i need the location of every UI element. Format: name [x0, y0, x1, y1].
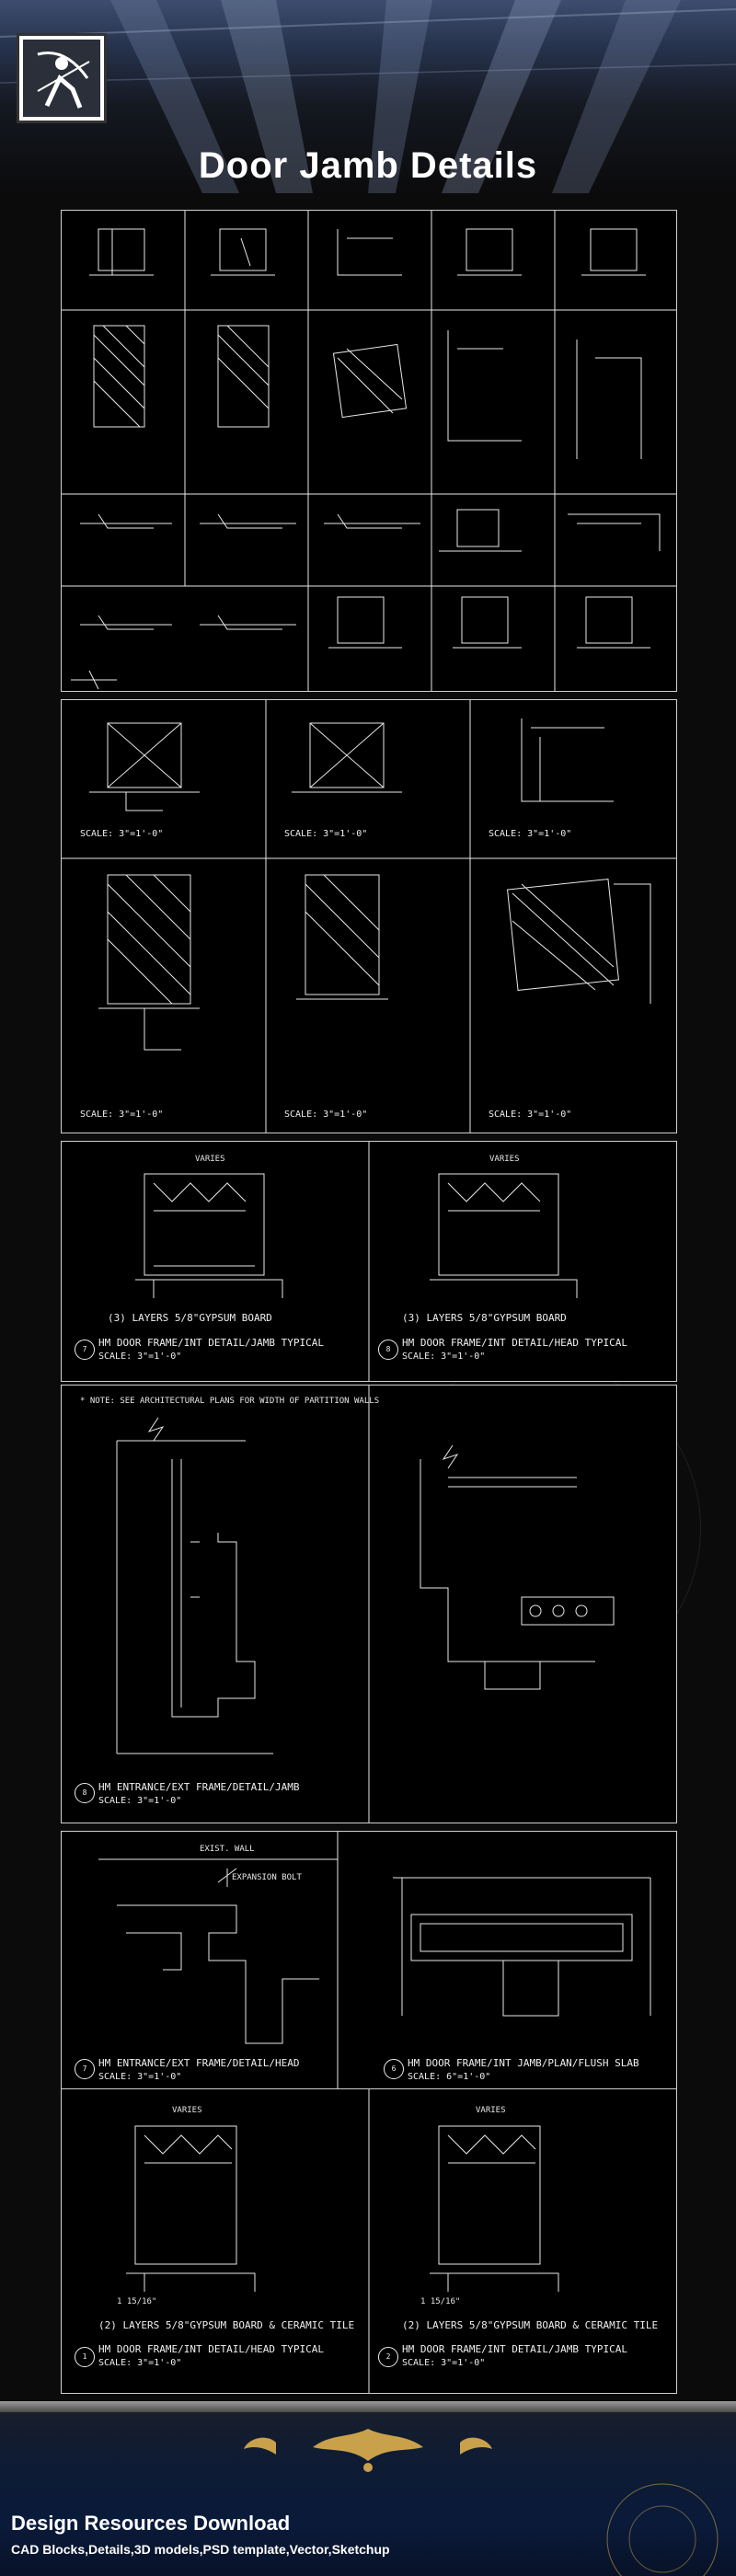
d11-scale: SCALE: 6"=1'-0"	[408, 2072, 491, 2082]
d12-title: HM DOOR FRAME/INT DETAIL/HEAD TYPICAL	[98, 2343, 325, 2355]
header-background	[0, 0, 736, 193]
sheet-3-drawings	[135, 1142, 578, 1381]
archer-logo	[17, 33, 107, 123]
detail-sheet-5: EXIST. WALL EXPANSION BOLT 7 HM ENTRANCE…	[61, 1831, 677, 2109]
d7-scale: SCALE: 3"=1'-0"	[98, 1351, 182, 1362]
d12-scale: SCALE: 3"=1'-0"	[98, 2358, 182, 2368]
detail-sheet-6: VARIES VARIES 1 15/16" 1 15/16" (2) LAYE…	[61, 2088, 677, 2394]
d5-scale: SCALE: 3"=1'-0"	[284, 1110, 368, 1120]
sheet-6-drawings	[126, 2089, 559, 2393]
footer-subtitle: CAD Blocks,Details,3D models,PSD templat…	[11, 2542, 390, 2557]
d1-scale: SCALE: 3"=1'-0"	[80, 829, 164, 839]
sheet-2-drawings	[62, 700, 676, 1133]
d7-bubble: 7	[75, 1340, 95, 1360]
d10-title: HM ENTRANCE/EXT FRAME/DETAIL/HEAD	[98, 2057, 300, 2069]
d11-bubble: 6	[384, 2059, 404, 2079]
d9-bubble: 8	[75, 1783, 95, 1803]
d6-scale: SCALE: 3"=1'-0"	[489, 1110, 572, 1120]
d10-scale: SCALE: 3"=1'-0"	[98, 2072, 182, 2082]
d8-bubble: 8	[378, 1340, 398, 1360]
d10-bubble: 7	[75, 2059, 95, 2079]
detail-sheet-3: VARIES VARIES (3) LAYERS 5/8"GYPSUM BOAR…	[61, 1141, 677, 1382]
d8-title: HM DOOR FRAME/INT DETAIL/HEAD TYPICAL	[402, 1337, 628, 1349]
footer-banner	[0, 2401, 736, 2576]
d2-scale: SCALE: 3"=1'-0"	[284, 829, 368, 839]
d8-varies: VARIES	[489, 1155, 520, 1164]
partition-note: * NOTE: SEE ARCHITECTURAL PLANS FOR WIDT…	[80, 1397, 380, 1406]
d13-title: HM DOOR FRAME/INT DETAIL/JAMB TYPICAL	[402, 2343, 628, 2355]
d13-bubble: 2	[378, 2347, 398, 2367]
overview-drawings	[62, 211, 676, 691]
d12-bubble: 1	[75, 2347, 95, 2367]
d13-varies: VARIES	[476, 2106, 506, 2115]
d7-caption: (3) LAYERS 5/8"GYPSUM BOARD	[108, 1312, 272, 1324]
d12-caption: (2) LAYERS 5/8"GYPSUM BOARD & CERAMIC TI…	[98, 2319, 355, 2331]
d9-scale: SCALE: 3"=1'-0"	[98, 1796, 182, 1806]
archer-icon	[23, 40, 100, 117]
exist-wall-label: EXIST. WALL	[200, 1845, 255, 1854]
d7-title: HM DOOR FRAME/INT DETAIL/JAMB TYPICAL	[98, 1337, 325, 1349]
sheet-4-drawings	[116, 1386, 615, 1823]
d12-varies: VARIES	[172, 2106, 202, 2115]
footer-ornament	[244, 2429, 719, 2576]
page-title: Door Jamb Details	[198, 145, 538, 186]
d13-dim: 1 15/16"	[420, 2297, 461, 2306]
d13-caption: (2) LAYERS 5/8"GYPSUM BOARD & CERAMIC TI…	[402, 2319, 659, 2331]
d3-scale: SCALE: 3"=1'-0"	[489, 829, 572, 839]
d11-title: HM DOOR FRAME/INT JAMB/PLAN/FLUSH SLAB	[408, 2057, 639, 2069]
d9-title: HM ENTRANCE/EXT FRAME/DETAIL/JAMB	[98, 1781, 300, 1793]
expansion-bolt-label: EXPANSION BOLT	[232, 1873, 302, 1882]
footer-band	[0, 2401, 736, 2412]
detail-sheet-2: SCALE: 3"=1'-0" SCALE: 3"=1'-0" SCALE: 3…	[61, 699, 677, 1133]
d12-dim: 1 15/16"	[117, 2297, 157, 2306]
detail-sheet-4: * NOTE: SEE ARCHITECTURAL PLANS FOR WIDT…	[61, 1385, 677, 1823]
footer-title: Design Resources Download	[11, 2512, 291, 2535]
d8-caption: (3) LAYERS 5/8"GYPSUM BOARD	[402, 1312, 567, 1324]
sheet-5-drawings	[98, 1832, 651, 2108]
d13-scale: SCALE: 3"=1'-0"	[402, 2358, 486, 2368]
overview-sheet	[61, 210, 677, 692]
header-banner	[0, 0, 736, 193]
d8-scale: SCALE: 3"=1'-0"	[402, 1351, 486, 1362]
d7-varies: VARIES	[195, 1155, 225, 1164]
d4-scale: SCALE: 3"=1'-0"	[80, 1110, 164, 1120]
